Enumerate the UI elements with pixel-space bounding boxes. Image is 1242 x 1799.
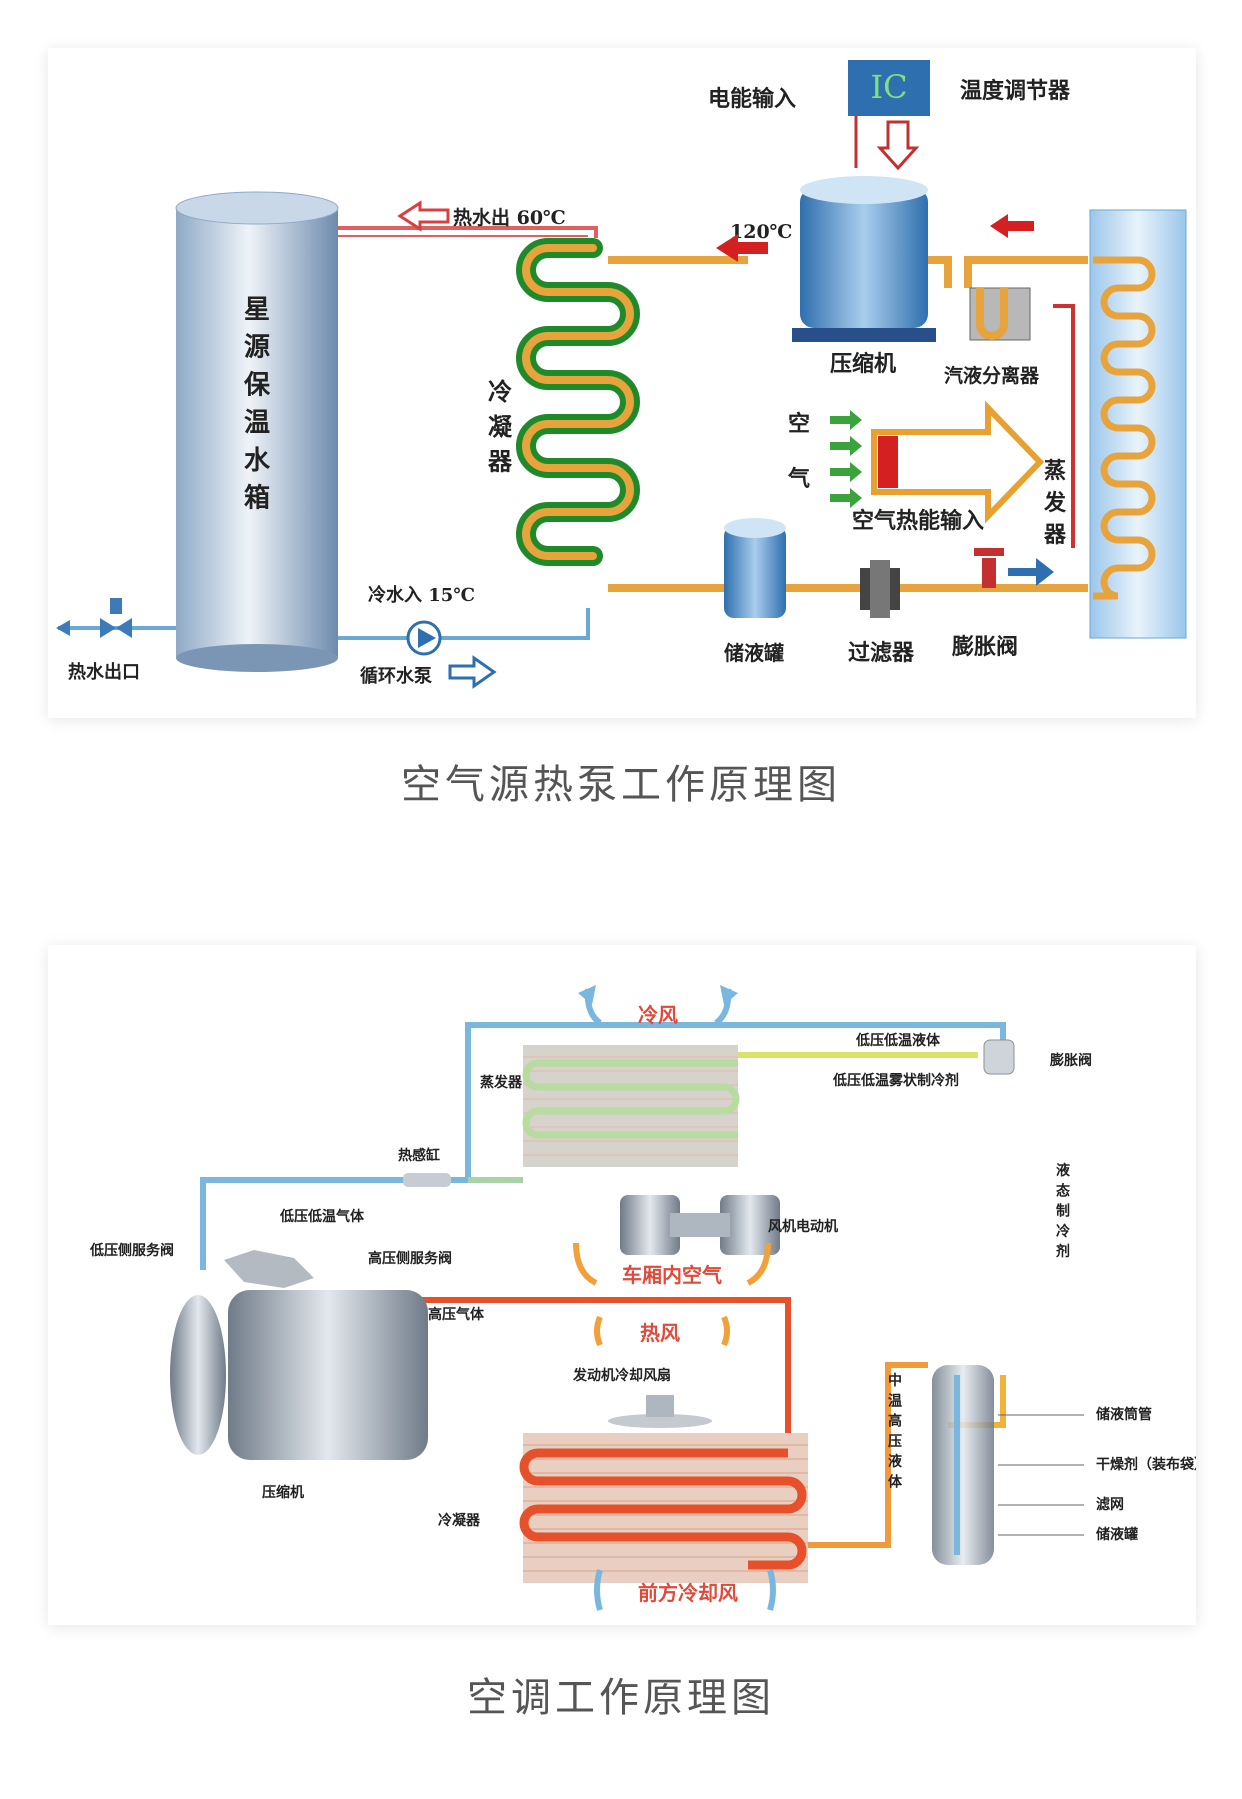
- heat-pump-diagram-card: 星源保温水箱 热水出 60℃ 热水出口 冷水入 15℃ 循环水泵 冷凝器 IC …: [48, 48, 1196, 718]
- engine-fan-label: 发动机冷却风扇: [572, 1367, 671, 1384]
- thermo-bulb-label: 热感缸: [398, 1147, 440, 1164]
- ac-condenser-label: 冷凝器: [438, 1512, 481, 1529]
- hot-water-outlet-label: 热水出口: [68, 661, 140, 683]
- cold-water-in-label: 冷水入 15℃: [368, 584, 475, 606]
- receiver-tube-label: 储液筒管: [1095, 1406, 1152, 1423]
- hot-wind-label: 热风: [640, 1321, 680, 1345]
- low-p-mist-label: 低压低温雾状制冷剂: [832, 1072, 959, 1089]
- temp-120-label: 120℃: [730, 221, 792, 243]
- electric-input-label: 电能输入: [708, 86, 796, 112]
- circulation-pump-label: 循环水泵: [360, 665, 432, 687]
- ac-diagram: 蒸发器 冷风 低压低温液体 低压低温雾状制冷剂 膨胀阀 热感缸 低压低温气体 风…: [89, 985, 1196, 1611]
- receiver-label: 储液罐: [724, 641, 784, 665]
- strainer-label: 滤网: [1096, 1496, 1124, 1513]
- ic-controller: [848, 60, 930, 116]
- ac-expansion-valve: [983, 1039, 1015, 1075]
- ic-label: IC: [870, 68, 907, 106]
- hot-water-out-label: 热水出 60℃: [453, 206, 566, 229]
- low-p-liquid-label: 低压低温液体: [855, 1032, 941, 1049]
- air-heat-arrow: [871, 400, 1045, 524]
- condenser-coil: [516, 238, 640, 566]
- insulated-water-tank: [175, 191, 339, 672]
- receiver-drier: [932, 1365, 994, 1565]
- tank-label: 星源保温水箱: [243, 295, 271, 514]
- expansion-valve: [974, 548, 1004, 588]
- ac-compressor: [170, 1250, 428, 1460]
- fan-motor-label: 风机电动机: [768, 1218, 838, 1235]
- air-arrows: [830, 410, 862, 508]
- cold-wind-label: 冷风: [638, 1003, 678, 1027]
- heat-pump-caption: 空气源热泵工作原理图: [401, 762, 841, 808]
- ac-evaporator: [522, 1045, 740, 1167]
- evaporator-label: 蒸发器: [1043, 458, 1067, 548]
- cabin-air-label: 车厢内空气: [622, 1263, 722, 1287]
- ac-caption: 空调工作原理图: [467, 1675, 775, 1721]
- low-p-gas-label: 低压低温气体: [279, 1208, 365, 1225]
- outlet-valve: [56, 598, 132, 638]
- svg-text:星源保温水箱: 星源保温水箱: [243, 295, 271, 514]
- compressor: [792, 176, 936, 342]
- liquid-receiver: [724, 518, 786, 618]
- filter-label: 过滤器: [848, 640, 915, 666]
- filter: [860, 560, 900, 618]
- evaporator-label-2: 蒸发器: [480, 1074, 523, 1091]
- air-heat-input-label: 空气热能输入: [852, 508, 984, 534]
- engine-fan: [608, 1395, 712, 1428]
- evaporator-panel: [1089, 209, 1187, 639]
- liquid-refrigerant-label: 液态制冷剂: [1056, 1162, 1071, 1260]
- gas-liquid-separator: [969, 287, 1031, 341]
- thermostat-label: 温度调节器: [960, 78, 1071, 104]
- air-label-1: 空: [788, 411, 810, 437]
- ac-diagram-card: 蒸发器 冷风 低压低温液体 低压低温雾状制冷剂 膨胀阀 热感缸 低压低温气体 风…: [48, 945, 1196, 1625]
- mid-t-liquid-label: 中温高压液体: [888, 1372, 903, 1491]
- low-side-valve-label: 低压侧服务阀: [89, 1242, 174, 1259]
- air-label-2: 气: [787, 466, 810, 492]
- high-side-valve-label: 高压侧服务阀: [368, 1250, 452, 1267]
- condenser-label: 冷凝器: [487, 377, 513, 476]
- ac-compressor-label: 压缩机: [262, 1484, 304, 1501]
- heat-pump-diagram: 星源保温水箱 热水出 60℃ 热水出口 冷水入 15℃ 循环水泵 冷凝器 IC …: [56, 60, 1187, 689]
- receiver-tank-label: 储液罐: [1095, 1526, 1138, 1543]
- ac-condenser: [519, 1433, 808, 1583]
- ac-expansion-valve-label: 膨胀阀: [1050, 1052, 1092, 1069]
- compressor-label: 压缩机: [830, 351, 896, 377]
- thermo-bulb: [403, 1173, 451, 1187]
- front-cooling-wind-label: 前方冷却风: [638, 1581, 738, 1605]
- separator-label: 汽液分离器: [944, 364, 1040, 387]
- expansion-valve-label: 膨胀阀: [951, 634, 1018, 660]
- desiccant-label: 干燥剂（装布袋）: [1096, 1456, 1196, 1473]
- blower-fan-motor: [620, 1195, 780, 1255]
